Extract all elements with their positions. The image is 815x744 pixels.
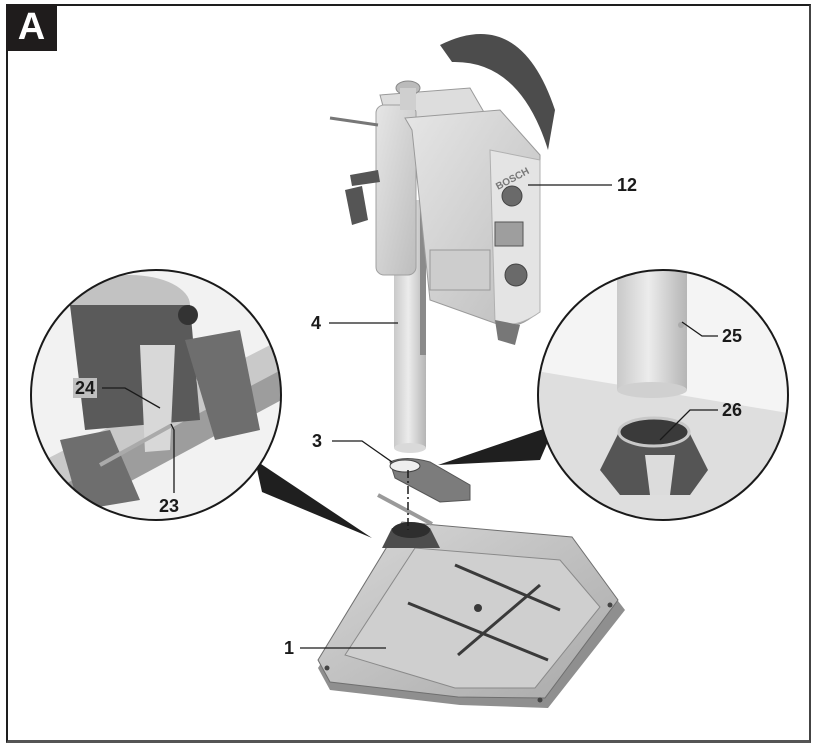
callout-24: 24: [73, 378, 98, 398]
base-plate: [317, 521, 625, 708]
callout-3: 3: [312, 431, 323, 451]
column-socket: [382, 522, 440, 548]
detail-connector-right: [438, 425, 555, 465]
figure-label-badge: A: [6, 4, 57, 51]
callout-4: 4: [311, 313, 322, 333]
detail-circle-left: [30, 269, 282, 521]
detail-connector-left: [255, 460, 372, 538]
callout-1: 1: [284, 638, 295, 658]
leader-lines: [102, 184, 718, 649]
callout-12: 12: [617, 175, 638, 195]
column-clamp: [377, 458, 471, 526]
callout-26: 26: [722, 400, 743, 420]
figure-frame: [6, 4, 811, 743]
detail-circle-right: [537, 269, 789, 521]
callout-25: 25: [722, 326, 743, 346]
callout-23: 23: [159, 496, 180, 516]
drill-head: BOSCH: [329, 33, 555, 345]
